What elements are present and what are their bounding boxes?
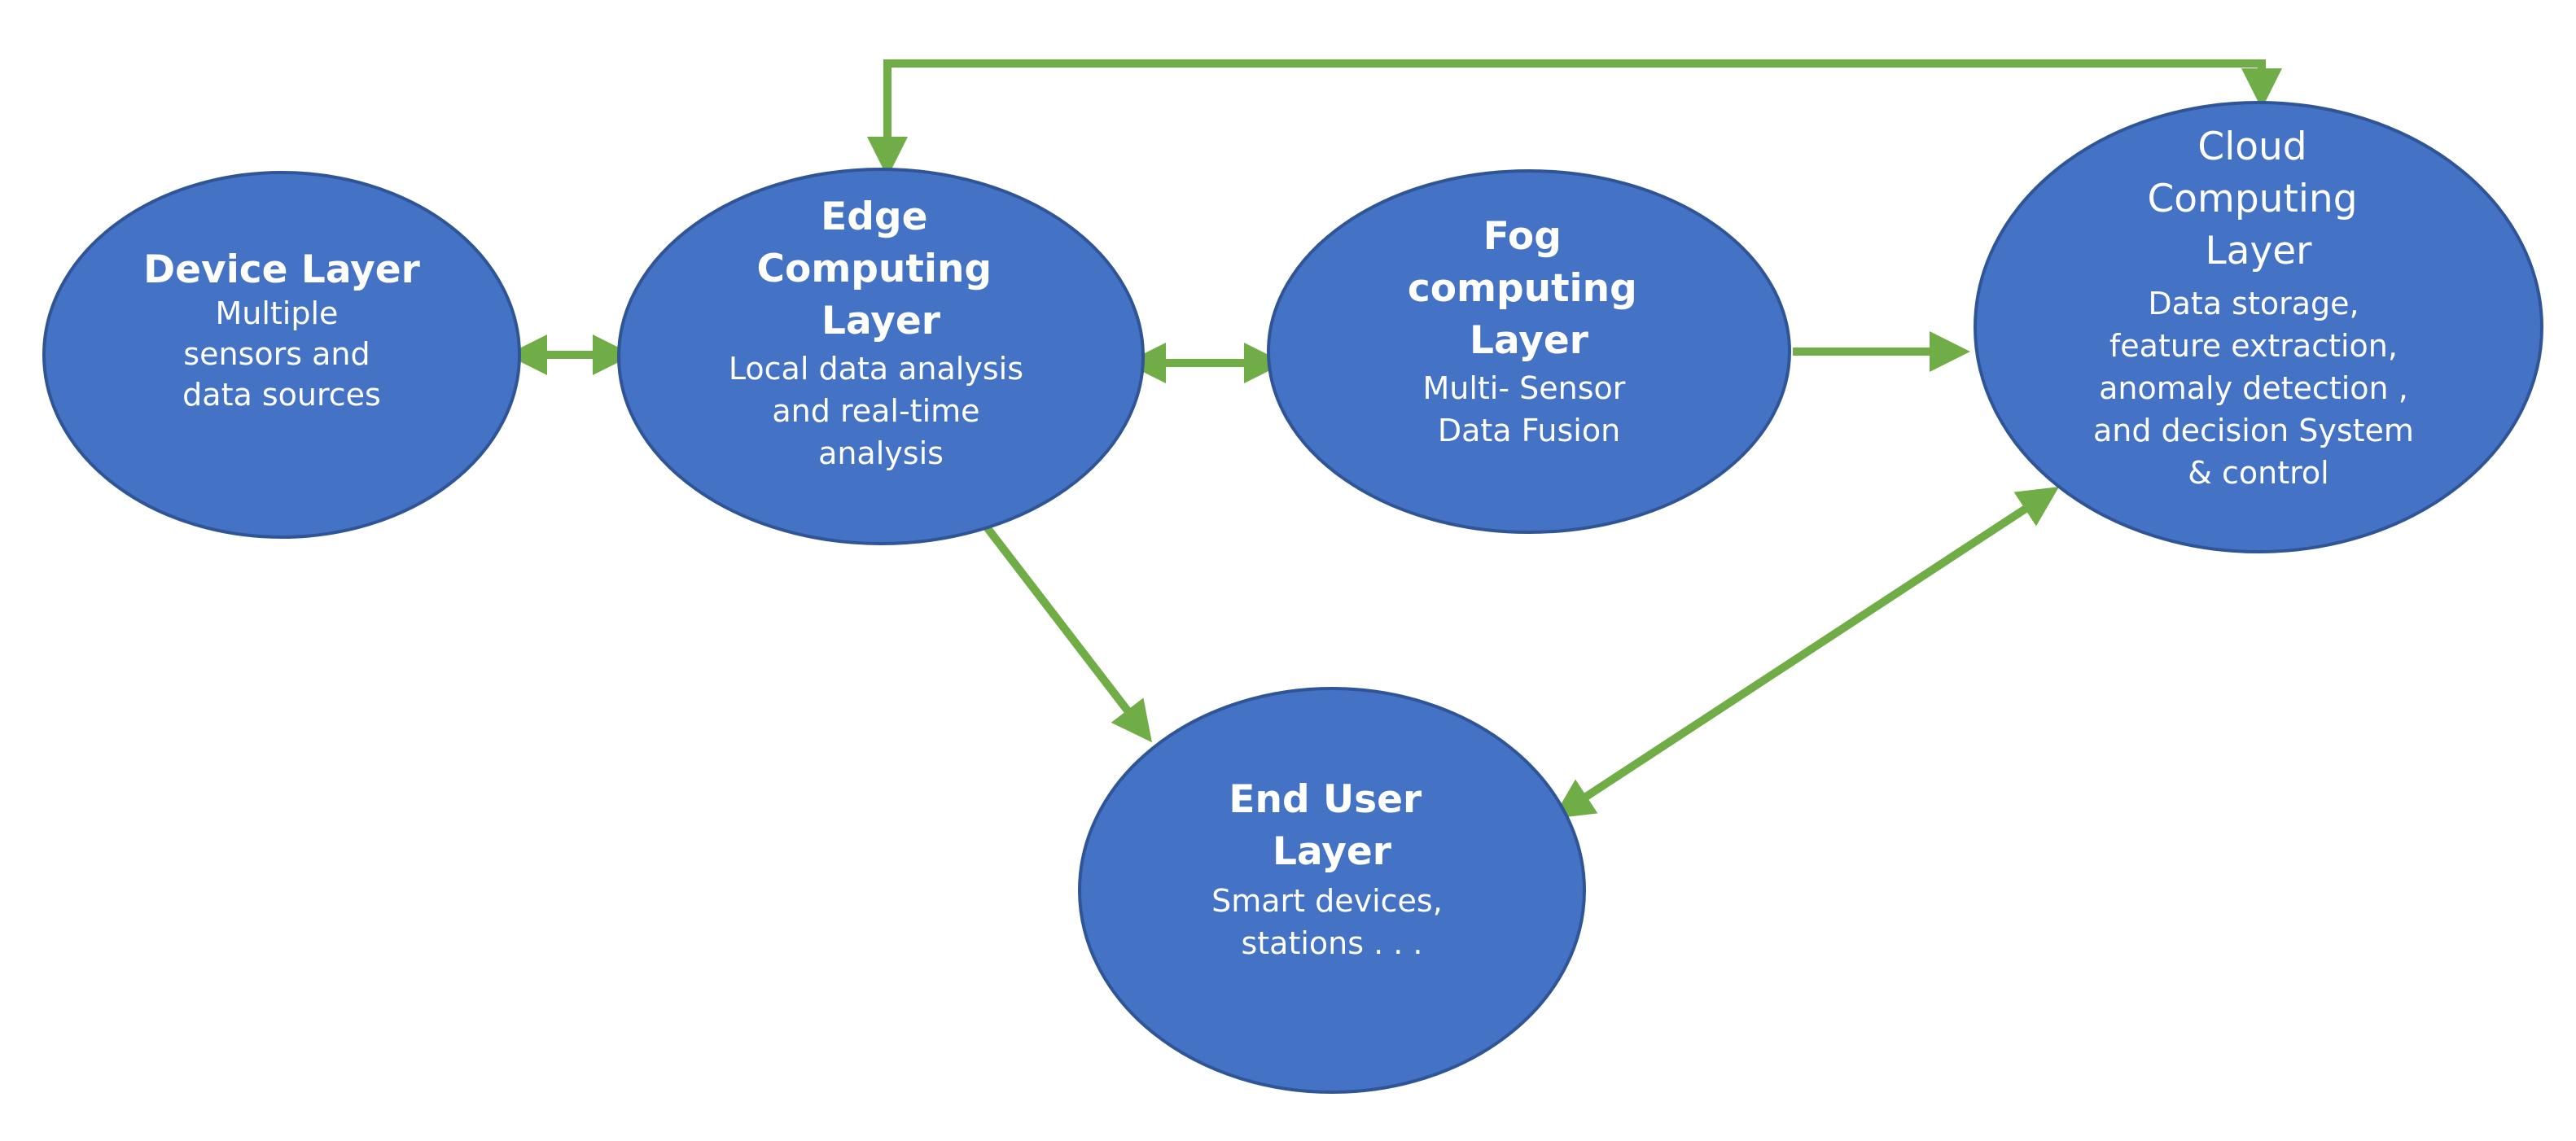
device-layer-description: Multiple sensors and data sources xyxy=(182,295,381,413)
end-user-layer-description: Smart devices, stations . . . xyxy=(1211,883,1452,961)
cloud-computing-layer-node: Cloud Computing Layer Data storage, feat… xyxy=(1974,101,2543,553)
end-user-layer-title: End User Layer xyxy=(1229,777,1435,874)
edge-computing-layer-node: Edge Computing Layer Local data analysis… xyxy=(617,168,1145,545)
fog-computing-layer-node: Fog computing Layer Multi- Sensor Data F… xyxy=(1267,169,1791,534)
arrow-enduser-cloud xyxy=(1552,487,2060,819)
connectors xyxy=(506,59,2282,819)
device-layer-node: Device Layer Multiple sensors and data s… xyxy=(42,171,521,539)
fog-computing-layer-description: Multi- Sensor Data Fusion xyxy=(1422,370,1635,448)
cloud-computing-layer-description: Data storage, feature extraction, anomal… xyxy=(2093,286,2424,491)
end-user-layer-node: End User Layer Smart devices, stations .… xyxy=(1078,687,1586,1094)
arrow-edge-cloud-top xyxy=(867,59,2282,177)
edge-computing-layer-title: Edge Computing Layer xyxy=(757,195,1005,343)
edge-computing-layer-description: Local data analysis and real-time analys… xyxy=(729,351,1033,471)
arrow-edge-enduser xyxy=(979,518,1152,743)
cloud-computing-layer-title: Cloud Computing Layer xyxy=(2147,125,2369,273)
fog-computing-layer-title: Fog computing Layer xyxy=(1408,214,1650,363)
device-layer-title: Device Layer xyxy=(143,247,420,292)
